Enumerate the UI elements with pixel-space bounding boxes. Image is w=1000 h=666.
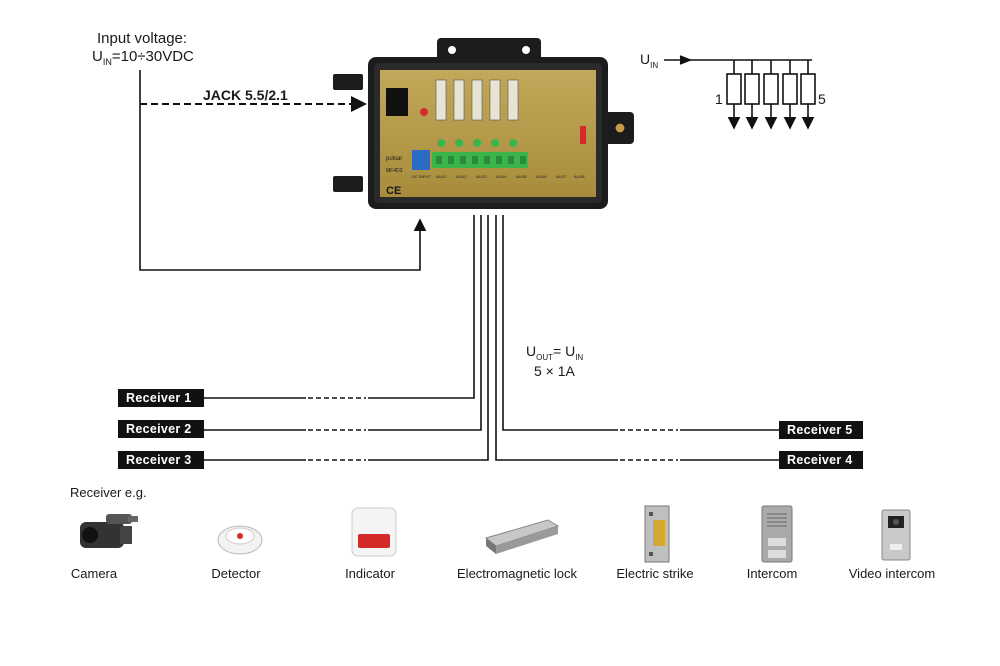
u-out-subscript: OUT	[536, 352, 554, 362]
u-in-letter: U	[92, 48, 103, 65]
schematic-last-index: 5	[818, 91, 826, 107]
board-output-label: AUX7	[556, 174, 567, 179]
schematic-u-in: UIN	[640, 51, 658, 70]
u-in-out-subscript: IN	[575, 352, 584, 362]
board-output-label: AUX2	[456, 174, 467, 179]
board-output-label: AUX4	[496, 174, 507, 179]
output-wires	[200, 215, 780, 461]
schematic-u-letter: U	[640, 51, 651, 67]
device-caption-electromagnetic-lock: Electromagnetic lock	[457, 566, 577, 581]
board-output-label: AUX6	[536, 174, 547, 179]
device-caption-camera: Camera	[70, 566, 118, 581]
board-input-label: DC INPUT	[412, 174, 431, 179]
jack-label: JACK 5.5/2.1	[203, 87, 288, 103]
electric-strike-icon	[644, 505, 670, 563]
input-power-line	[139, 70, 427, 271]
board-brand: pulsar	[386, 156, 402, 162]
board-output-label: AUX5	[516, 174, 527, 179]
camera-icon	[80, 514, 138, 548]
u-out-letter: U	[526, 343, 537, 359]
output-voltage-label: UOUT= UIN	[526, 343, 583, 362]
board-output-label: AUX8	[574, 174, 585, 179]
receiver-3-label: Receiver 3	[118, 451, 204, 469]
board-model: MF4D3	[386, 168, 403, 174]
intercom-icon	[761, 505, 793, 563]
board-output-labels: AUX1 AUX2 AUX3 AUX4 AUX5 AUX6 AUX7 AUX8	[436, 174, 585, 179]
board-output-label: AUX1	[436, 174, 447, 179]
receiver-5-label: Receiver 5	[779, 421, 863, 439]
device-caption-intercom: Intercom	[746, 566, 798, 581]
ce-mark: CE	[386, 185, 401, 197]
fuse-schematic	[664, 55, 816, 130]
board-output-label: AUX3	[476, 174, 487, 179]
distribution-module	[333, 38, 634, 209]
input-voltage-value: UIN=10÷30VDC	[92, 48, 194, 67]
fuse-row	[435, 79, 519, 121]
smoke-detector-icon	[217, 525, 263, 555]
schematic-u-subscript: IN	[650, 60, 659, 70]
u-out-equals: = U	[553, 343, 576, 359]
receiver-4-label: Receiver 4	[779, 451, 863, 469]
receiver-2-label: Receiver 2	[118, 420, 204, 438]
device-caption-video-intercom: Video intercom	[848, 566, 936, 581]
schematic-first-index: 1	[715, 91, 723, 107]
electromagnetic-lock-icon	[484, 519, 560, 554]
device-caption-detector: Detector	[211, 566, 261, 581]
voltage-range: =10÷30VDC	[111, 48, 194, 65]
wire-break-markers	[306, 394, 680, 464]
output-rating: 5 × 1A	[534, 363, 575, 379]
indicator-siren-icon	[351, 507, 397, 557]
u-in-subscript: IN	[102, 57, 112, 67]
examples-title: Receiver e.g.	[70, 485, 147, 500]
video-intercom-icon	[881, 509, 911, 561]
device-caption-electric-strike: Electric strike	[616, 566, 694, 581]
device-caption-indicator: Indicator	[345, 566, 395, 581]
receiver-1-label: Receiver 1	[118, 389, 204, 407]
led-row	[437, 139, 517, 147]
input-voltage-title: Input voltage:	[97, 30, 188, 47]
